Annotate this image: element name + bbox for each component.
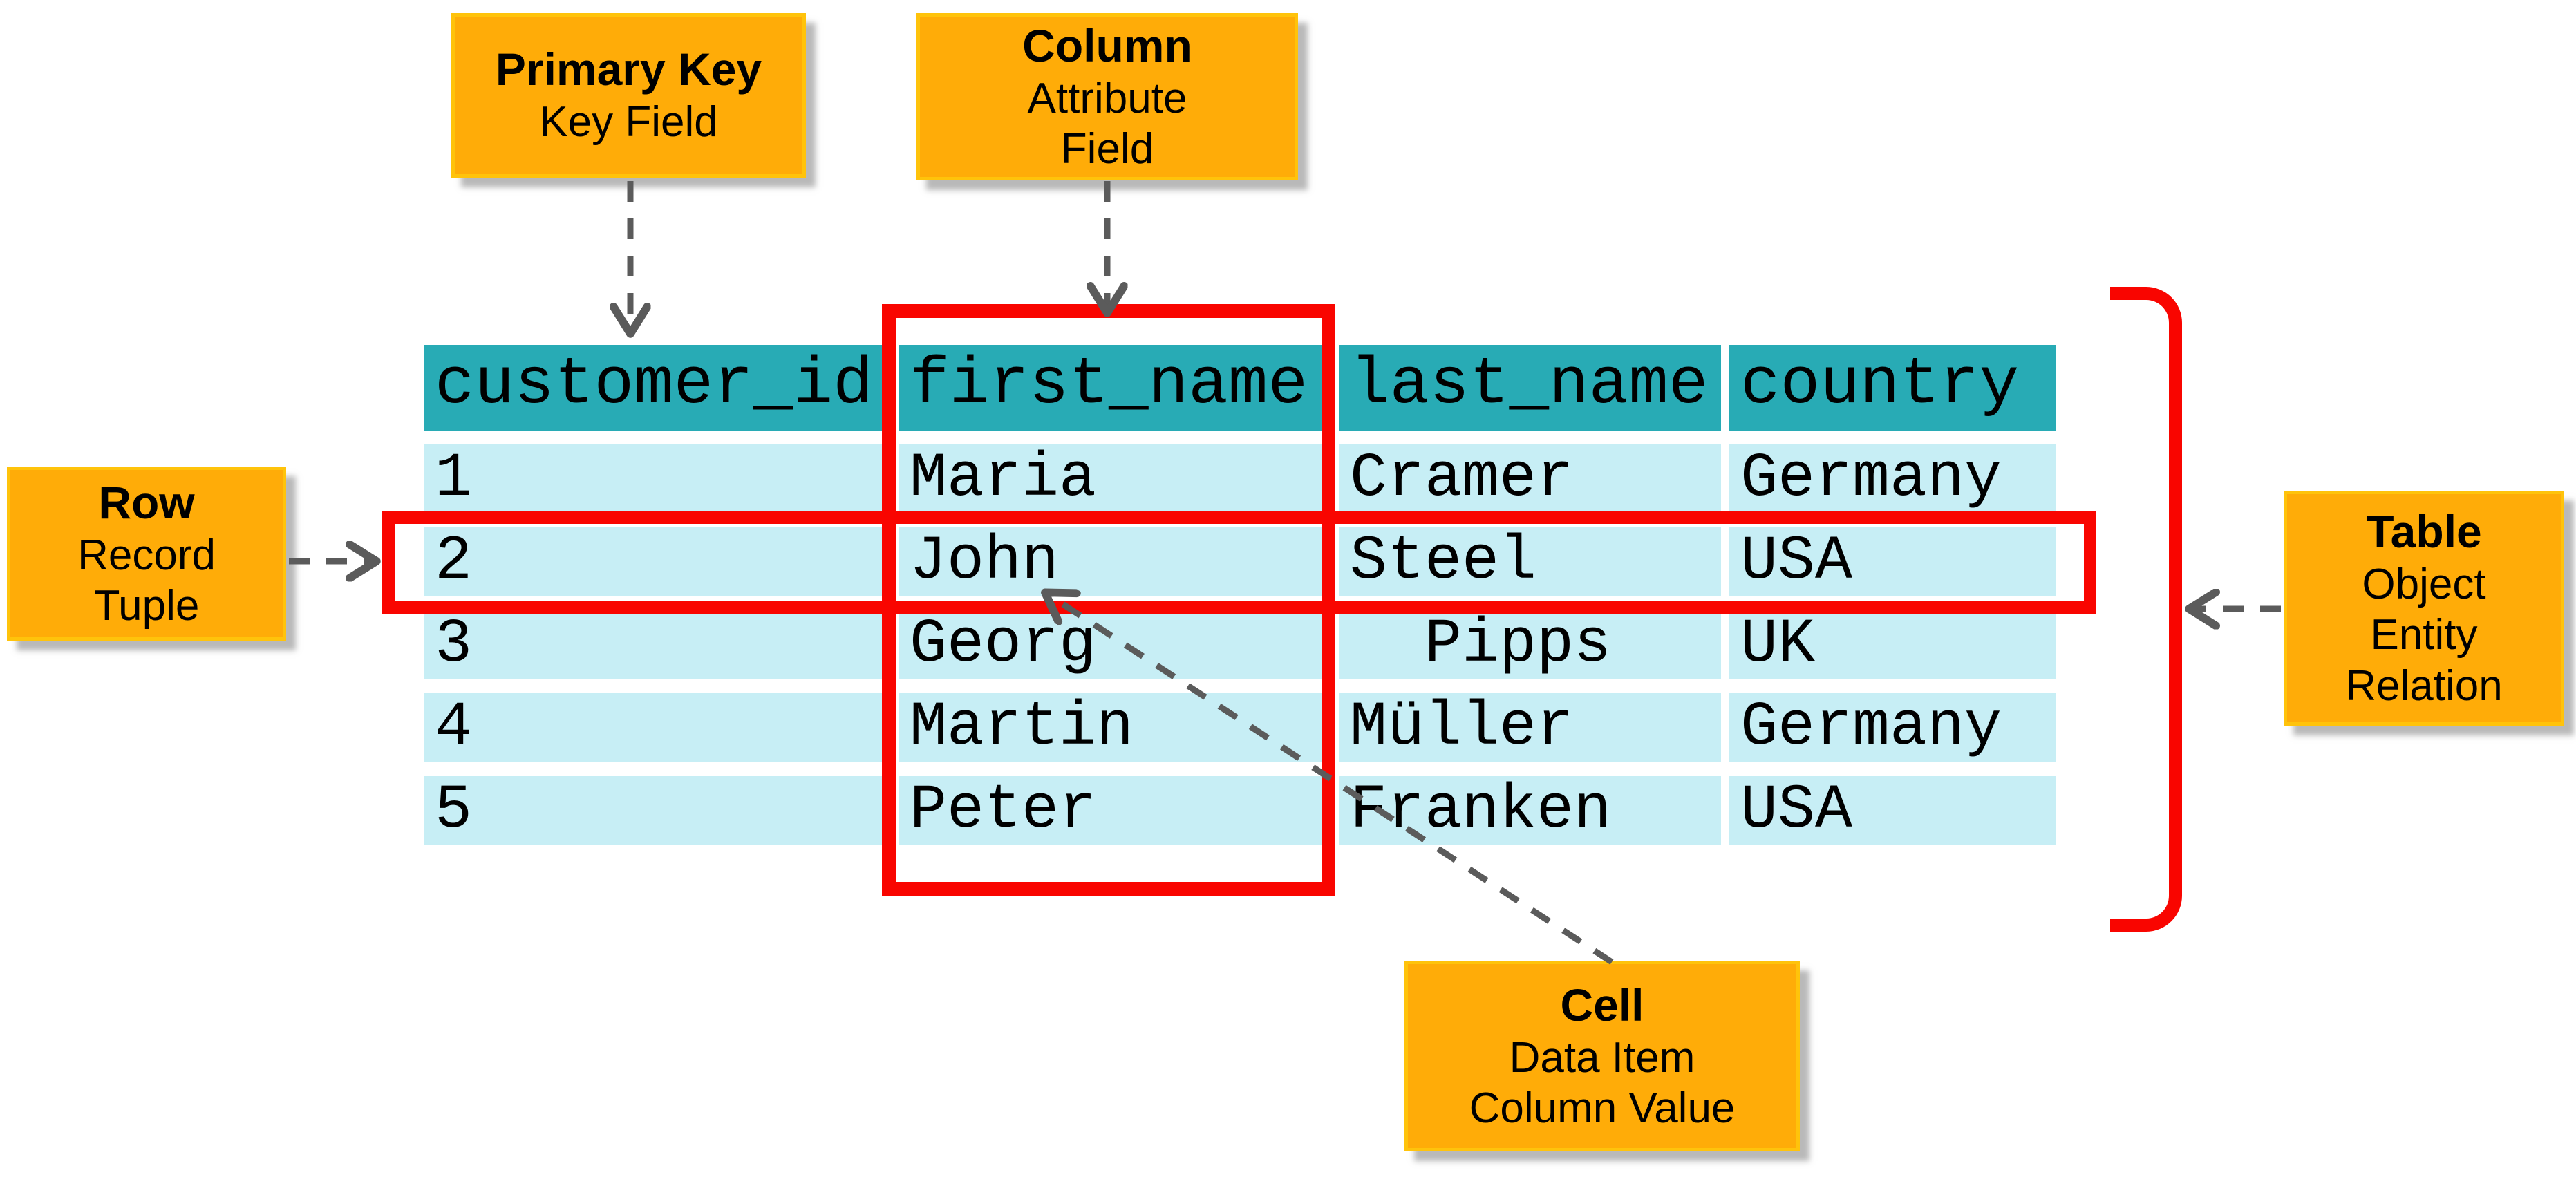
- callout-title: Cell: [1560, 979, 1644, 1030]
- table-cell: Cramer: [1339, 444, 1721, 514]
- callout-line: Key Field: [539, 98, 718, 147]
- table-cell: Steel: [1339, 527, 1721, 597]
- table-cell: USA: [1729, 527, 2056, 597]
- callout-line: Field: [1060, 124, 1154, 173]
- table-cell: Pipps: [1339, 610, 1721, 680]
- table-cell: 4: [424, 693, 890, 763]
- callout-line: Tuple: [93, 581, 200, 630]
- callout-line: Entity: [2370, 611, 2478, 659]
- row-highlight-rect: [382, 511, 2096, 614]
- callout-line: Column Value: [1469, 1084, 1736, 1132]
- table-cell: USA: [1729, 775, 2056, 846]
- table-cell: Müller: [1339, 693, 1721, 763]
- table-cell: 1: [424, 444, 890, 514]
- table-cell: Germany: [1729, 444, 2056, 514]
- table-cell: Maria: [899, 444, 1331, 514]
- table-cell: UK: [1729, 610, 2056, 680]
- header-cell: country: [1729, 345, 2056, 431]
- table-cell: 5: [424, 775, 890, 846]
- header-cell: first_name: [899, 345, 1331, 431]
- callout-line: Record: [77, 531, 216, 579]
- header-cell: last_name: [1339, 345, 1721, 431]
- table-cell: 3: [424, 610, 890, 680]
- table-cell: John: [899, 527, 1331, 597]
- callout-line: Attribute: [1027, 74, 1187, 122]
- callout-primary-key: Primary Key Key Field: [451, 13, 806, 178]
- table-bracket: [2110, 287, 2182, 932]
- table-cell: Franken: [1339, 775, 1721, 846]
- table-cell: Germany: [1729, 693, 2056, 763]
- callout-line: Data Item: [1509, 1033, 1695, 1082]
- table-cell: 2: [424, 527, 890, 597]
- header-cell: customer_id: [424, 345, 890, 431]
- callout-title: Table: [2366, 506, 2482, 558]
- callout-title: Primary Key: [495, 44, 762, 95]
- callout-line: Object: [2362, 561, 2486, 609]
- callout-line: Relation: [2345, 661, 2503, 710]
- callout-title: Column: [1022, 19, 1192, 71]
- callout-title: Row: [98, 476, 195, 528]
